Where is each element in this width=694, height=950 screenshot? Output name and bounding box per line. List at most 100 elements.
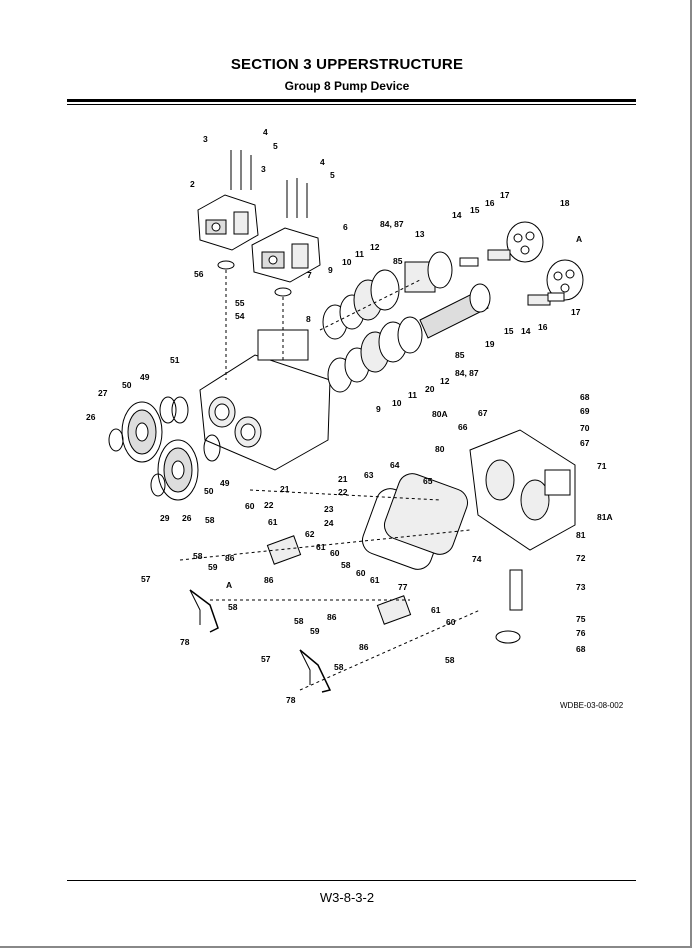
callout-label: 9	[328, 265, 333, 275]
callout-label: 69	[580, 406, 590, 416]
bearing-set-upper	[322, 251, 453, 340]
callout-label: 85	[393, 256, 403, 266]
header-rule-thick	[67, 99, 636, 102]
group-title: Group 8 Pump Device	[284, 79, 410, 93]
callout-label: 50	[122, 380, 132, 390]
callout-label: 63	[364, 470, 374, 480]
callout-label: 4	[320, 157, 325, 167]
callout-label: 66	[458, 422, 468, 432]
callout-label: 26	[86, 412, 96, 422]
callout-label: 73	[576, 582, 586, 592]
callout-label: 16	[538, 322, 548, 332]
callout-label: 85	[455, 350, 465, 360]
callout-label: 12	[440, 376, 450, 386]
callout-label: 76	[576, 628, 586, 638]
callout-label: 18	[560, 198, 570, 208]
callout-label: 50	[204, 486, 214, 496]
callout-label: 84, 87	[380, 219, 404, 229]
callout-label: 80A	[432, 409, 448, 419]
callout-label: 49	[220, 478, 230, 488]
callout-label: 17	[571, 307, 581, 317]
callout-label: 67	[478, 408, 488, 418]
callout-label: 84, 87	[455, 368, 479, 378]
callout-label: 64	[390, 460, 400, 470]
lever-78-right	[299, 649, 332, 693]
callout-label: 58	[334, 662, 344, 672]
callout-label: 20	[425, 384, 435, 394]
gear-27	[121, 401, 163, 463]
callout-label: 3	[203, 134, 208, 144]
callout-label: 61	[316, 542, 326, 552]
callout-label: 5	[273, 141, 278, 151]
callout-label: 58	[193, 551, 203, 561]
callout-label: 55	[235, 298, 245, 308]
lever-78-left	[189, 589, 219, 633]
regulator-part-6	[251, 227, 321, 283]
callout-label: 56	[194, 269, 204, 279]
callout-label: 60	[330, 548, 340, 558]
callout-label: 60	[245, 501, 255, 511]
callout-label: 17	[500, 190, 510, 200]
callout-label: 77	[398, 582, 408, 592]
callout-label: 21	[280, 484, 290, 494]
callout-label: 67	[580, 438, 590, 448]
callout-label: 57	[141, 574, 151, 584]
callout-label: 70	[580, 423, 590, 433]
callout-label: 61	[370, 575, 380, 585]
callout-label: 86	[327, 612, 337, 622]
callout-label: 15	[470, 205, 480, 215]
callout-label: 24	[324, 518, 334, 528]
callout-label: 7	[307, 270, 312, 280]
callout-label: 78	[286, 695, 296, 705]
callout-label: 10	[392, 398, 402, 408]
callout-label: 10	[342, 257, 352, 267]
callout-label: 62	[305, 529, 315, 539]
callout-label: 4	[263, 127, 268, 137]
callout-label: 58	[445, 655, 455, 665]
callout-label: 11	[355, 249, 364, 259]
callout-label: A	[226, 580, 232, 590]
callout-label: 86	[264, 575, 274, 585]
callout-label: 13	[415, 229, 425, 239]
callout-label: 8	[306, 314, 311, 324]
section-title: SECTION 3 UPPERSTRUCTURE	[230, 56, 464, 73]
callout-label: 22	[264, 500, 274, 510]
callout-label: 23	[324, 504, 334, 514]
callout-label: 58	[341, 560, 351, 570]
valve-cover-66	[469, 429, 576, 551]
callout-label: 9	[376, 404, 381, 414]
callout-label: 81A	[597, 512, 613, 522]
callout-label: 61	[268, 517, 278, 527]
callout-label: 51	[170, 355, 180, 365]
callout-label: 22	[338, 487, 348, 497]
callout-label: 14	[521, 326, 531, 336]
callout-label: 60	[356, 568, 366, 578]
callout-label: 86	[225, 553, 235, 563]
callout-label: 15	[504, 326, 514, 336]
callout-label: 16	[485, 198, 495, 208]
callout-label: 29	[160, 513, 170, 523]
callout-label: 58	[228, 602, 238, 612]
callout-label: 14	[452, 210, 462, 220]
callout-label: 6	[343, 222, 348, 232]
callout-label: 2	[190, 179, 195, 189]
pump-casing-51	[199, 329, 331, 471]
header-rule-thin	[67, 104, 636, 105]
gear-29	[157, 439, 199, 501]
drawing-id: WDBE-03-08-002	[560, 701, 624, 710]
callout-label: 3	[261, 164, 266, 174]
callout-label: 71	[597, 461, 607, 471]
callout-label: 26	[182, 513, 192, 523]
callout-label: 21	[338, 474, 348, 484]
callout-label: 75	[576, 614, 586, 624]
callout-label: 60	[446, 617, 456, 627]
cylinder-block-18	[506, 221, 584, 301]
callout-label: 12	[370, 242, 380, 252]
callout-label: 49	[140, 372, 150, 382]
callout-label: 58	[205, 515, 215, 525]
callout-label: 68	[580, 392, 590, 402]
callout-label: 74	[472, 554, 482, 564]
callout-label: 59	[310, 626, 320, 636]
shaft-19	[419, 283, 491, 339]
